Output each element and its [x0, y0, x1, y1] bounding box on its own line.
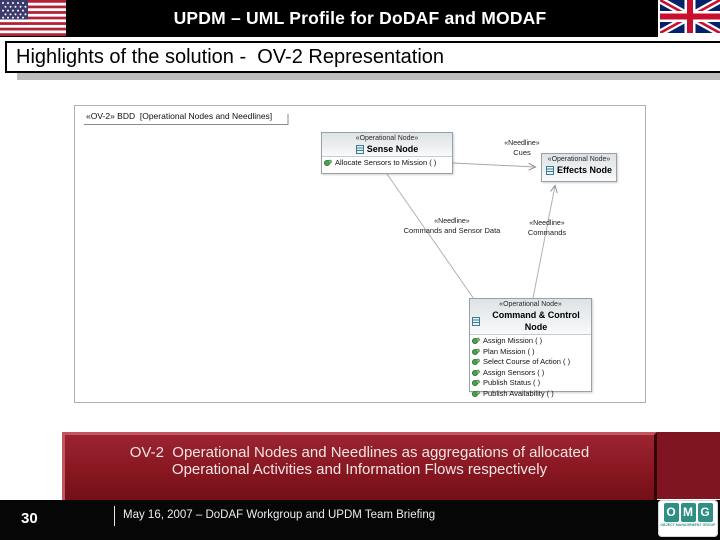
- omg-logo: O M G OBJECT MANAGEMENT GROUP: [658, 500, 718, 537]
- operation-row: Plan Mission ( ): [472, 347, 589, 358]
- omg-logo-letter: M: [680, 503, 696, 522]
- operation-label: Publish Status ( ): [483, 378, 541, 387]
- caption-box: OV-2 Operational Nodes and Needlines as …: [62, 432, 657, 508]
- node-effects-header: «Operational Node» Effects Node: [542, 154, 616, 181]
- caption-line: OV-2 Operational Nodes and Needlines as …: [129, 444, 590, 461]
- operation-label: Select Course of Action ( ): [483, 357, 571, 366]
- operation-icon: [472, 369, 480, 376]
- omg-logo-subtext: OBJECT MANAGEMENT GROUP: [660, 523, 716, 527]
- needline-commands-sensor-label: «Needline» Commands and Sensor Data: [403, 218, 501, 235]
- operation-label: Publish Availability ( ): [483, 388, 554, 398]
- node-sense-operations: Allocate Sensors to Mission ( ): [322, 156, 452, 170]
- operation-label: Assign Mission ( ): [483, 336, 543, 345]
- operation-icon: [472, 348, 480, 355]
- class-icon: [472, 316, 480, 326]
- header-bar: UPDM – UML Profile for DoDAF and MODAF: [0, 0, 658, 37]
- omg-logo-letter: G: [697, 503, 713, 522]
- omg-logo-letter: O: [663, 503, 679, 522]
- frame-tab-label: «OV-2» BDD [Operational Nodes and Needli…: [84, 111, 289, 125]
- node-effects: «Operational Node» Effects Node: [541, 153, 617, 182]
- frame-tab-notch-icon: [280, 114, 289, 125]
- footer-bar: 30 May 16, 2007 – DoDAF Workgroup and UP…: [0, 500, 720, 540]
- operation-icon: [472, 379, 480, 387]
- operation-icon: [472, 390, 480, 397]
- uml-diagram-frame: «OV-2» BDD [Operational Nodes and Needli…: [74, 105, 646, 403]
- subtitle-box: Highlights of the solution - OV-2 Repres…: [5, 41, 720, 73]
- operation-label: Plan Mission ( ): [483, 346, 535, 356]
- class-icon: [545, 165, 554, 175]
- class-icon: [355, 144, 364, 154]
- operation-label: Assign Sensors ( ): [483, 367, 545, 377]
- node-sense: «Operational Node» Sense Node Allocate S…: [321, 132, 453, 174]
- footer-divider: [114, 506, 115, 526]
- us-flag-icon: [0, 0, 66, 36]
- node-command-control-operations: Assign Mission ( ) Plan Mission ( ) Sele…: [470, 334, 591, 400]
- operation-row: Allocate Sensors to Mission ( ): [324, 158, 450, 169]
- operation-row: Assign Mission ( ): [472, 336, 589, 347]
- node-command-control-header: «Operational Node» Command & Control Nod…: [470, 299, 591, 334]
- needline-cues-label: «Needline» Cues: [504, 140, 540, 157]
- operation-row: Select Course of Action ( ): [472, 357, 589, 368]
- operation-row: Assign Sensors ( ): [472, 368, 589, 379]
- operation-row: Publish Status ( ): [472, 378, 589, 389]
- operation-icon: [324, 159, 332, 167]
- footer-text: May 16, 2007 – DoDAF Workgroup and UPDM …: [123, 509, 436, 521]
- needline-commands-label: «Needline» Commands: [527, 220, 567, 237]
- needline-connector-lines: [386, 162, 645, 300]
- node-command-control: «Operational Node» Command & Control Nod…: [469, 298, 592, 398]
- caption-line: Operational Activities and Information F…: [171, 461, 548, 478]
- operation-icon: [472, 358, 480, 366]
- uk-flag-icon: [660, 0, 720, 33]
- slide-header-title: UPDM – UML Profile for DoDAF and MODAF: [173, 8, 547, 28]
- omg-logo-letters: O M G: [658, 500, 718, 522]
- operation-row: Publish Availability ( ): [472, 389, 589, 400]
- operation-icon: [472, 337, 480, 345]
- page-number: 30: [21, 510, 38, 527]
- subtitle-text: Highlights of the solution - OV-2 Repres…: [16, 46, 445, 68]
- node-sense-header: «Operational Node» Sense Node: [322, 133, 452, 156]
- operation-label: Allocate Sensors to Mission ( ): [335, 158, 437, 167]
